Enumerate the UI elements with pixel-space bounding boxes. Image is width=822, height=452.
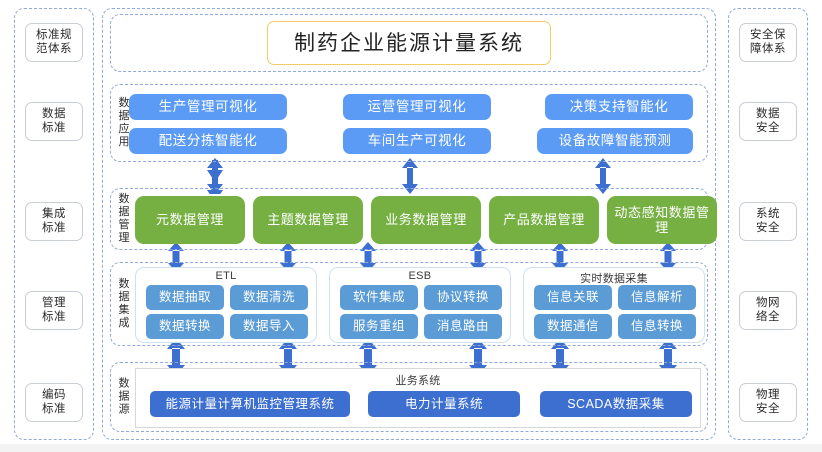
pillar-chip-standards-system: 标准规 范体系 [25, 23, 83, 62]
label-char: 成 [118, 317, 130, 329]
pillar-chip-coding-standard: 编码 标准 [25, 383, 83, 422]
page-title: 制药企业能源计量系统 [267, 21, 551, 65]
pillar-chip-security-system: 安全保 障体系 [739, 23, 797, 62]
chip-line: 数据 [42, 108, 66, 120]
chip-line: 标准 [42, 222, 66, 234]
chip-line: 标准 [42, 403, 66, 415]
label-char: 管 [118, 219, 130, 231]
chip-line: 安全 [756, 222, 780, 234]
app-box-production-management-visualization[interactable]: 生产管理可视化 [129, 94, 287, 120]
label-char: 理 [118, 232, 130, 244]
layer-label-data-source: 数 据 源 [115, 378, 133, 417]
source-box-power-metering-system[interactable]: 电力计量系统 [368, 391, 520, 417]
chip-line: 物理 [756, 389, 780, 401]
layer-management: 数 据 管 理 元数据管理 主题数据管理 业务数据管理 产品数据管理 动态感知数… [110, 188, 717, 250]
app-box-operation-management-visualization[interactable]: 运营管理可视化 [343, 94, 491, 120]
etl-box-data-extraction[interactable]: 数据抽取 [146, 285, 224, 310]
chip-line: 管理 [42, 297, 66, 309]
chip-line: 络全 [756, 311, 780, 323]
integration-group-realtime: 实时数据采集 信息关联 信息解析 数据通信 信息转换 [523, 267, 705, 343]
esb-box-service-recombination[interactable]: 服务重组 [340, 314, 418, 339]
layer-label-integration: 数 据 集 成 [115, 278, 133, 330]
chip-line: 编码 [42, 389, 66, 401]
label-char: 用 [118, 136, 130, 148]
label-char: 数 [118, 278, 130, 290]
chip-line: 集成 [42, 208, 66, 220]
app-box-workshop-production-visualization[interactable]: 车间生产可视化 [343, 128, 491, 154]
chip-line: 范体系 [36, 43, 72, 55]
bottom-strip [0, 444, 822, 452]
esb-box-message-routing[interactable]: 消息路由 [424, 314, 502, 339]
chip-line: 系统 [756, 208, 780, 220]
integration-group-esb: ESB 软件集成 协议转换 服务重组 消息路由 [329, 267, 511, 343]
label-char: 据 [118, 206, 130, 218]
chip-line: 安全 [756, 403, 780, 415]
realtime-box-information-association[interactable]: 信息关联 [534, 285, 612, 310]
app-box-distribution-sorting-intelligent[interactable]: 配送分拣智能化 [129, 128, 287, 154]
label-char: 据 [118, 110, 130, 122]
source-box-energy-metering-monitoring-system[interactable]: 能源计量计算机监控管理系统 [150, 391, 350, 417]
source-box-scada-data-acquisition[interactable]: SCADA数据采集 [540, 391, 692, 417]
chip-line: 标准 [42, 311, 66, 323]
layer-integration: 数 据 集 成 ETL 数据抽取 数据清洗 数据转换 数据导入 ESB 软件集成… [110, 262, 708, 346]
label-char: 数 [118, 377, 130, 390]
mgmt-box-product-data-management[interactable]: 产品数据管理 [489, 196, 599, 244]
chip-line: 安全保 [750, 29, 786, 41]
integration-group-etl: ETL 数据抽取 数据清洗 数据转换 数据导入 [135, 267, 317, 343]
title-band: 制药企业能源计量系统 [110, 14, 708, 72]
mgmt-box-metadata-management[interactable]: 元数据管理 [135, 196, 245, 244]
chip-line: 障体系 [750, 43, 786, 55]
etl-box-data-cleaning[interactable]: 数据清洗 [230, 285, 308, 310]
arrows-app-management [207, 158, 611, 194]
chip-line: 物网 [756, 297, 780, 309]
etl-box-data-transformation[interactable]: 数据转换 [146, 314, 224, 339]
group-title-esb: ESB [408, 270, 432, 282]
label-char: 据 [118, 390, 130, 403]
mgmt-box-dynamic-sensing-data-management[interactable]: 动态感知数据管理 [607, 196, 717, 244]
mgmt-box-subject-data-management[interactable]: 主题数据管理 [253, 196, 363, 244]
app-box-equipment-fault-prediction[interactable]: 设备故障智能预测 [537, 128, 693, 154]
label-char: 源 [118, 403, 130, 416]
realtime-box-information-parsing[interactable]: 信息解析 [618, 285, 696, 310]
left-standards-pillar: 标准规 范体系 数据 标准 集成 标准 管理 标准 编码 标准 [14, 8, 94, 440]
pillar-chip-physical-security: 物理 安全 [739, 383, 797, 422]
group-title-realtime: 实时数据采集 [580, 273, 648, 285]
chip-line: 安全 [756, 122, 780, 134]
label-char: 集 [118, 304, 130, 316]
pillar-chip-data-standard: 数据 标准 [25, 102, 83, 141]
esb-box-protocol-conversion[interactable]: 协议转换 [424, 285, 502, 310]
panel-title-business-system: 业务系统 [395, 375, 441, 387]
label-char: 数 [118, 193, 130, 205]
chip-line: 数据 [756, 108, 780, 120]
mgmt-box-business-data-management[interactable]: 业务数据管理 [371, 196, 481, 244]
chip-line: 标准规 [36, 29, 72, 41]
layer-label-management: 数 据 管 理 [115, 193, 133, 245]
layer-data-source: 数 据 源 业务系统 能源计量计算机监控管理系统 电力计量系统 SCADA数据采… [110, 362, 708, 432]
layer-label-application: 数 据 应 用 [115, 97, 133, 149]
pillar-chip-system-security: 系统 安全 [739, 202, 797, 241]
layer-application: 数 据 应 用 生产管理可视化 配送分拣智能化 运营管理可视化 车间生产可视化 … [110, 84, 708, 162]
label-char: 据 [118, 291, 130, 303]
pillar-chip-management-standard: 管理 标准 [25, 291, 83, 330]
group-title-etl: ETL [215, 270, 237, 282]
business-system-panel: 业务系统 能源计量计算机监控管理系统 电力计量系统 SCADA数据采集 [135, 368, 701, 428]
right-security-pillar: 安全保 障体系 数据 安全 系统 安全 物网 络全 物理 安全 [728, 8, 808, 440]
realtime-box-information-conversion[interactable]: 信息转换 [618, 314, 696, 339]
app-box-decision-support-intelligent[interactable]: 决策支持智能化 [545, 94, 693, 120]
etl-box-data-import[interactable]: 数据导入 [230, 314, 308, 339]
pillar-chip-network-security: 物网 络全 [739, 291, 797, 330]
label-char: 数 [118, 97, 130, 109]
chip-line: 标准 [42, 122, 66, 134]
esb-box-software-integration[interactable]: 软件集成 [340, 285, 418, 310]
realtime-box-data-communication[interactable]: 数据通信 [534, 314, 612, 339]
label-char: 应 [118, 123, 130, 135]
pillar-chip-data-security: 数据 安全 [739, 102, 797, 141]
pillar-chip-integration-standard: 集成 标准 [25, 202, 83, 241]
